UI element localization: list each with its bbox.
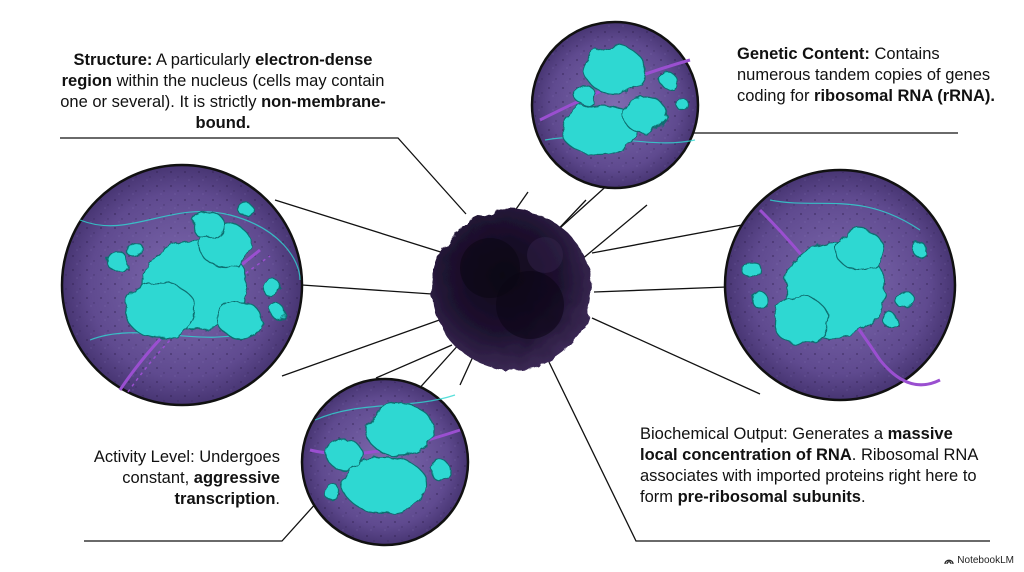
callout-genetic-content: Genetic Content: Contains numerous tande… [737, 44, 1007, 107]
leader-left-disc-3 [282, 318, 445, 376]
notebooklm-logo-icon [944, 556, 954, 566]
activity-text-part: . [275, 490, 280, 508]
genetic-text-part: ribosomal RNA (rRNA). [814, 87, 995, 105]
disc-right [725, 170, 955, 400]
structure-text-part: Structure: [74, 51, 153, 69]
disc-left [62, 165, 302, 405]
callout-structure: Structure: A particularly electron-dense… [58, 50, 388, 134]
biochem-text-part: Biochemical Output: Generates a [640, 425, 888, 443]
disc-top [532, 22, 698, 188]
leader-left-disc-2 [302, 285, 432, 294]
structure-text-part: A particularly [152, 51, 255, 69]
nucleolus [432, 210, 592, 370]
callout-biochemical-output: Biochemical Output: Generates a massive … [640, 424, 980, 508]
genetic-text-part: Genetic Content: [737, 45, 870, 63]
leader-bottom-disc-1 [376, 345, 452, 378]
disc-bottom [302, 379, 468, 545]
leader-right-disc-2 [594, 287, 727, 292]
leader-left-disc-1 [275, 200, 447, 254]
biochem-text-part: . [861, 488, 866, 506]
brand-label: NotebookLM [957, 555, 1014, 566]
biochem-text-part: pre-ribosomal subunits [678, 488, 861, 506]
brand-footer: NotebookLM [944, 555, 1014, 566]
callout-activity-level: Activity Level: Undergoes constant, aggr… [84, 447, 280, 510]
leader-genetic-disc-3 [575, 205, 647, 265]
